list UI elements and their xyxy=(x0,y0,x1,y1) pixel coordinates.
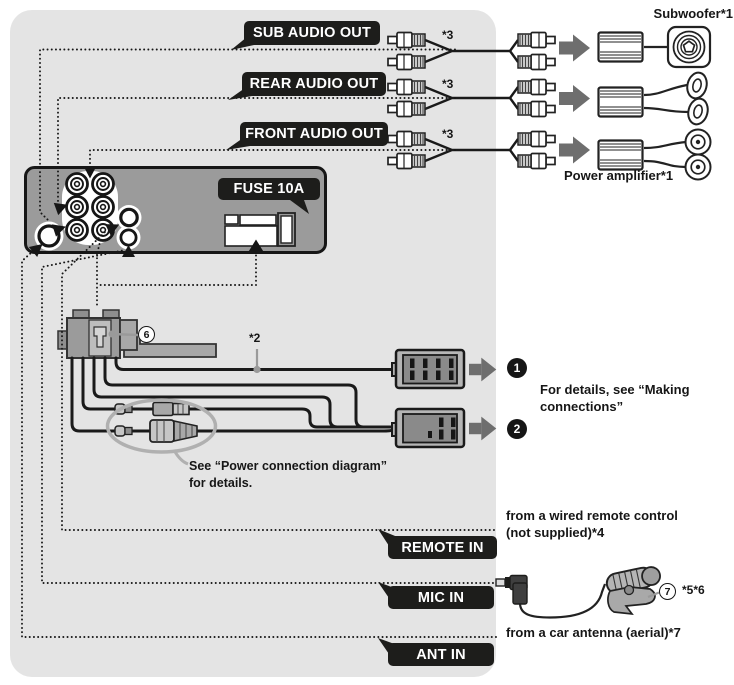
power-amplifier-icon xyxy=(597,31,644,63)
step-badge-2: 2 xyxy=(507,419,527,439)
dotted-line-harness xyxy=(96,243,257,309)
label-mic-in: MIC IN xyxy=(388,586,494,609)
wired-remote-note: from a wired remote control (not supplie… xyxy=(506,508,678,541)
making-connections-line1: For details, see “Making xyxy=(540,382,690,397)
arrow-right-icon xyxy=(559,34,590,62)
making-connections-note: For details, see “Making connections” xyxy=(540,382,690,415)
label-sub-audio-out: SUB AUDIO OUT xyxy=(244,21,380,45)
car-antenna-note: from a car antenna (aerial)*7 xyxy=(506,625,681,640)
speaker-icon xyxy=(684,153,712,181)
remote-jack-icon xyxy=(119,207,139,228)
mic-plug-icon xyxy=(495,574,528,605)
rca-jack-icon xyxy=(65,172,89,196)
subwoofer-label: Subwoofer*1 xyxy=(653,6,733,21)
arrow-right-icon xyxy=(559,85,590,112)
power-amplifier-label: Power amplifier*1 xyxy=(564,168,674,183)
dotted-line-rear-audio xyxy=(57,97,456,204)
power-connection-oval xyxy=(105,398,218,454)
step-badge-1: 1 xyxy=(507,358,527,378)
dotted-line-ant-in xyxy=(21,251,497,638)
dotted-connection-lines xyxy=(21,48,497,638)
callout-number-6: 6 xyxy=(138,326,155,343)
connector-1-icon xyxy=(391,348,466,390)
power-amplifier-icon xyxy=(597,139,644,171)
mic-jack-icon xyxy=(119,228,138,247)
fuse-holder-icon xyxy=(224,212,296,247)
bullet-connector-icon xyxy=(114,425,133,437)
dotted-line-mic-in xyxy=(41,249,494,584)
callout-number-7: 7 xyxy=(659,583,676,600)
microphone-icon xyxy=(605,566,661,616)
callout-tail xyxy=(290,200,309,214)
rca-jack-icon xyxy=(91,195,115,219)
arrow-right-icon xyxy=(559,136,590,164)
dotted-line-front-audio xyxy=(89,149,456,166)
power-connector-icon xyxy=(149,419,198,443)
power-amplifier-icon xyxy=(597,86,644,118)
rca-cable-icon xyxy=(387,31,556,71)
subwoofer-icon xyxy=(666,25,712,69)
rca-jack-icon xyxy=(91,172,115,196)
star2-leader xyxy=(253,349,261,374)
footnote-star3: *3 xyxy=(442,77,454,91)
connector-2-icon xyxy=(391,407,466,449)
dotted-line-remote-in xyxy=(61,230,495,531)
making-connections-line2: connections” xyxy=(540,398,624,414)
footnote-star3: *3 xyxy=(442,28,454,42)
footnote-star3: *3 xyxy=(442,127,454,141)
inline-connector-icon xyxy=(152,401,190,417)
wired-remote-line1: from a wired remote control xyxy=(506,508,678,523)
mic-cable xyxy=(518,583,607,619)
footnote-star2: *2 xyxy=(249,331,261,345)
speaker-wires xyxy=(643,83,689,114)
dotted-line-sub-audio xyxy=(39,48,456,223)
power-diagram-note: See “Power connection diagram” for detai… xyxy=(189,458,387,491)
speaker-wires xyxy=(643,140,687,169)
speaker-icon xyxy=(683,69,711,102)
wired-remote-line2: (not supplied)*4 xyxy=(506,524,605,540)
label-remote-in: REMOTE IN xyxy=(388,536,497,559)
power-diagram-line1: See “Power connection diagram” xyxy=(189,459,387,473)
power-diagram-leader xyxy=(172,449,189,466)
speaker-icon xyxy=(684,128,712,156)
label-ant-in: ANT IN xyxy=(388,643,494,666)
rca-cable-icon xyxy=(387,78,556,118)
rca-cable-icon xyxy=(387,130,556,170)
label-rear-audio-out: REAR AUDIO OUT xyxy=(242,72,386,96)
callout-6-leader xyxy=(108,330,139,338)
dotted-line-arrowheads xyxy=(28,166,264,257)
antenna-jack-icon xyxy=(37,224,61,248)
rca-jack-icon xyxy=(65,195,89,219)
footnote-star56: *5*6 xyxy=(682,583,705,597)
speaker-icon xyxy=(684,95,712,128)
label-front-audio-out: FRONT AUDIO OUT xyxy=(240,122,388,146)
rca-jack-icon xyxy=(65,218,89,242)
power-diagram-line2: for details. xyxy=(189,475,253,490)
callout-7-leader xyxy=(647,591,660,599)
label-fuse-10a: FUSE 10A xyxy=(218,178,320,200)
